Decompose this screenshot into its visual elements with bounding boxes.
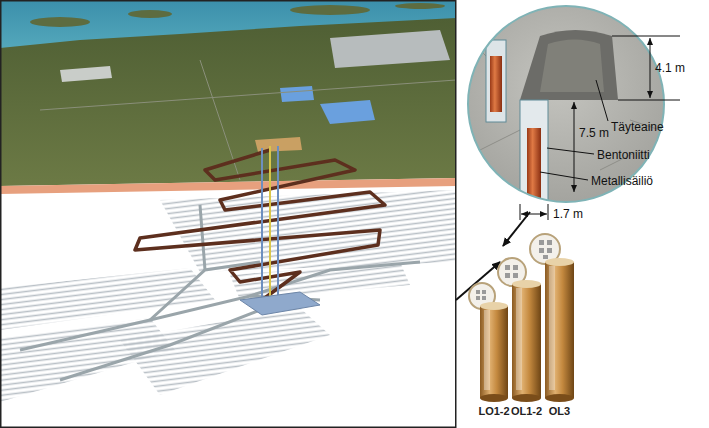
dimension-label: 7.5 m — [579, 126, 609, 140]
part-label: Bentoniitti — [597, 148, 650, 162]
dimension-label: 1.7 m — [553, 207, 583, 221]
part-label: Metallisäiliö — [591, 174, 653, 188]
canister-label: OL3 — [549, 404, 570, 418]
canister-label: OL1-2 — [511, 404, 542, 418]
part-label: Täyteaine — [611, 120, 664, 134]
canister-label: LO1-2 — [478, 404, 509, 418]
dimension-label: 4.1 m — [655, 61, 685, 75]
